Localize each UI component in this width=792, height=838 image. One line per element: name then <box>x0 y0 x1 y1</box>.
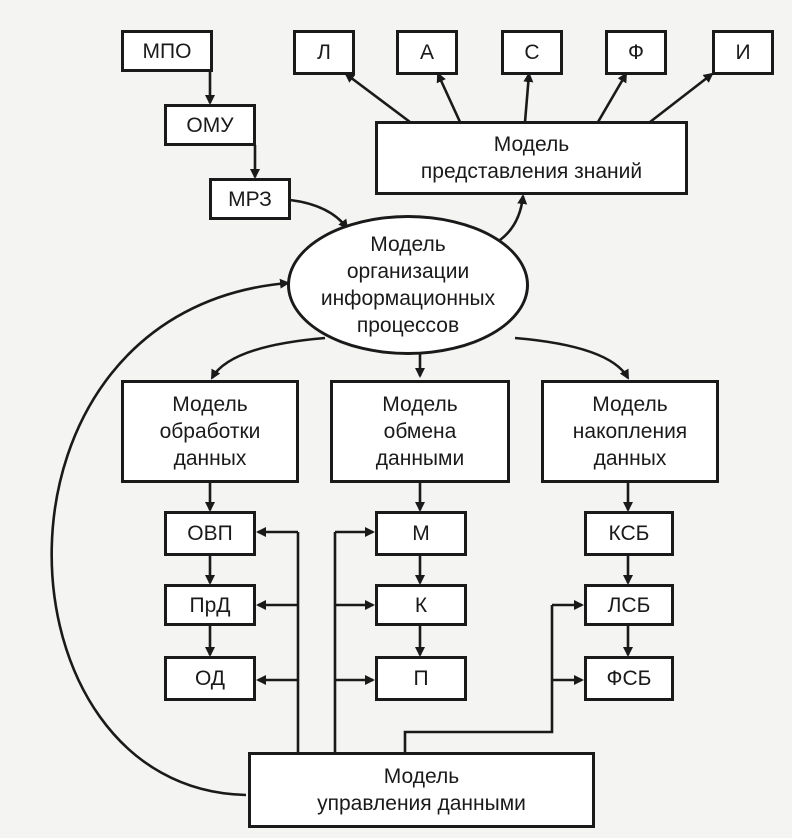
arrow-mrz-ellipse <box>289 198 349 230</box>
arrow-knowledge-f <box>596 72 628 123</box>
line-management-accumulation <box>403 605 554 752</box>
arrow-knowledge-i <box>649 72 714 124</box>
node-od: ОД <box>164 656 256 701</box>
node-ksb: КСБ <box>584 511 674 556</box>
node-management-model: Модель управления данными <box>248 752 595 828</box>
node-omu: ОМУ <box>164 104 256 146</box>
node-exchange-model: Модель обмена данными <box>330 380 510 483</box>
arrow-ellipse-processing <box>210 336 326 380</box>
node-accumulation-model: Модель накопления данных <box>541 380 719 483</box>
node-f: Ф <box>605 30 667 75</box>
arrow-knowledge-s <box>523 72 534 123</box>
node-l: Л <box>293 30 355 75</box>
node-processing-model: Модель обработки данных <box>121 380 299 483</box>
node-mrz: МРЗ <box>209 178 291 220</box>
arrow-management-loop-ellipse <box>50 278 290 797</box>
arrow-knowledge-l <box>344 72 411 124</box>
node-s: С <box>501 30 563 75</box>
node-fsb: ФСБ <box>584 656 674 701</box>
node-info-process-model: Модель организации информационных процес… <box>287 215 529 355</box>
arrow-ellipse-accumulation <box>514 336 630 380</box>
node-mpo: МПО <box>121 30 213 72</box>
node-knowledge-model: Модель представления знаний <box>375 121 688 195</box>
node-i: И <box>712 30 774 75</box>
node-k: К <box>375 584 467 626</box>
node-lsb: ЛСБ <box>584 584 674 626</box>
arrow-ellipse-knowledge <box>499 194 528 242</box>
node-a: А <box>396 30 458 75</box>
node-ovp: ОВП <box>164 511 256 556</box>
node-m: М <box>375 511 467 556</box>
arrow-knowledge-a <box>436 72 462 123</box>
node-prd: ПрД <box>164 584 256 626</box>
node-p: П <box>375 656 467 701</box>
